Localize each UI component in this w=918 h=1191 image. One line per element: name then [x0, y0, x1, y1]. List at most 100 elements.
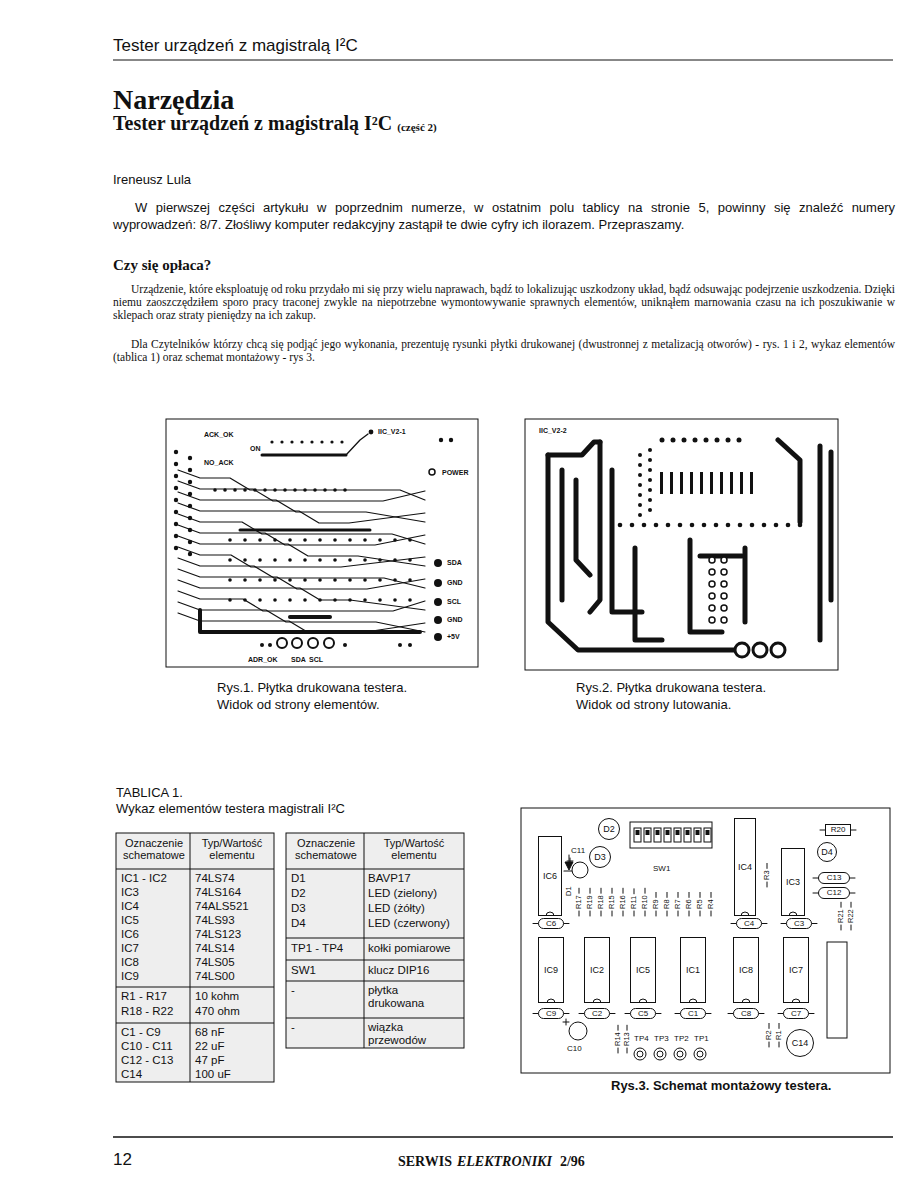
lead-wire	[623, 888, 624, 893]
test-pin	[634, 1048, 646, 1060]
body-paragraph: Urządzenie, które eksploatuję od roku pr…	[113, 283, 895, 322]
solder-ring	[721, 593, 727, 599]
lead-wire	[851, 902, 852, 907]
text-label: Czy się opłaca?	[113, 257, 211, 274]
figure-frame	[521, 808, 890, 1073]
lead-wire	[634, 889, 635, 894]
solder-pad	[618, 523, 623, 528]
solder-pad	[288, 538, 292, 542]
table-cell: 100 uF	[195, 1068, 231, 1081]
pcb-marking: ACK_OK	[203, 431, 235, 439]
lead-wire	[618, 1048, 619, 1053]
capacitor-outline: C7	[783, 1008, 809, 1019]
solder-pad	[638, 493, 642, 497]
solder-pad	[363, 578, 367, 582]
table-cell: IC1 - IC2	[121, 872, 167, 885]
pcb-marking: IIC_V2-1	[377, 428, 407, 436]
solder-pad	[638, 503, 642, 507]
solder-pad	[363, 558, 367, 562]
capacitor-outline: C8	[733, 1008, 759, 1019]
solder-pad	[258, 578, 262, 582]
solder-pad	[408, 598, 412, 602]
lead-wire	[767, 882, 768, 887]
text-label: 2/96	[560, 1154, 585, 1170]
solder-pad	[738, 523, 743, 528]
lead-wire	[769, 1042, 770, 1047]
part-label: IC2	[590, 966, 604, 975]
capacitor-outline: C13	[818, 872, 850, 884]
dip-switch-lever	[654, 828, 661, 842]
solder-ring	[709, 593, 715, 599]
solder-pad	[188, 456, 192, 460]
table-cell: D2	[291, 887, 306, 900]
copper-trace	[178, 525, 425, 545]
solder-pad	[288, 598, 292, 602]
table-cell: BAVP17	[368, 872, 411, 885]
table-header: Typ/Wartość elementu	[367, 837, 461, 861]
solder-pad	[439, 438, 443, 442]
capacitor-outline: C12	[818, 887, 850, 899]
part-label: R16	[619, 895, 627, 909]
solder-pad	[318, 558, 322, 562]
test-pin	[657, 1051, 663, 1057]
solder-pad	[243, 538, 247, 542]
test-pin	[697, 1051, 703, 1057]
solder-ring	[709, 617, 715, 623]
solder-pad	[434, 559, 442, 567]
copper-trace	[178, 503, 425, 523]
solder-ring	[709, 557, 715, 563]
part-label: C2	[592, 1010, 602, 1018]
text-label: 12	[113, 1150, 132, 1170]
lead-wire	[667, 911, 668, 916]
copper-trace	[635, 548, 662, 640]
table-cell: wiązka przewodów	[368, 1021, 432, 1047]
test-pin	[677, 1051, 683, 1057]
ic-pad	[720, 472, 723, 494]
pcb-marking: NO_ACK	[203, 459, 235, 467]
lead-wire	[779, 1023, 780, 1028]
electrolytic-capacitor	[569, 1022, 587, 1040]
part-label: TP1	[694, 1034, 709, 1043]
part-label: TP2	[674, 1034, 689, 1043]
solder-pad	[762, 523, 767, 528]
lead-wire	[656, 1013, 661, 1014]
solder-ring	[721, 569, 727, 575]
part-label: R4	[707, 899, 715, 909]
table-cell: IC7	[121, 942, 139, 955]
table-cell: IC3	[121, 886, 139, 899]
solder-pad	[654, 523, 659, 528]
solder-pad	[638, 473, 642, 477]
part-label: C6	[546, 920, 556, 928]
solder-pad	[340, 440, 343, 443]
lead-wire	[711, 892, 712, 897]
lead-wire	[612, 888, 613, 893]
ic-pad	[700, 472, 703, 494]
solder-pad	[369, 430, 374, 435]
solder-pad	[243, 578, 247, 582]
ic-outline: IC8	[733, 937, 759, 1003]
solder-pad	[726, 523, 731, 528]
table-cell: kołki pomiarowe	[368, 942, 450, 955]
table-cell: 10 kohm	[195, 990, 239, 1003]
polarity-mark	[566, 1019, 567, 1025]
table-rule	[286, 960, 464, 961]
figure-caption: Rys.3. Schemat montażowy testera.	[611, 1078, 831, 1093]
pcb-marking: +5V	[446, 633, 461, 641]
part-label: TP4	[634, 1034, 649, 1043]
table-frame	[116, 833, 274, 1082]
solder-pad	[449, 438, 453, 442]
table-cell: C10 - C11	[121, 1040, 173, 1053]
part-label: R8	[663, 899, 671, 909]
copper-trace	[290, 615, 330, 619]
solder-pad	[243, 558, 247, 562]
solder-pad	[330, 440, 333, 443]
solder-pad	[798, 523, 803, 528]
solder-pad	[378, 538, 382, 542]
dip-switch-knob	[706, 830, 710, 835]
solder-pad	[300, 440, 303, 443]
part-label: C9	[546, 1010, 556, 1018]
solder-pad	[648, 498, 652, 502]
part-label: R13	[623, 1032, 631, 1046]
table-cell: R18 - R22	[121, 1005, 173, 1018]
solder-pad	[682, 438, 687, 443]
